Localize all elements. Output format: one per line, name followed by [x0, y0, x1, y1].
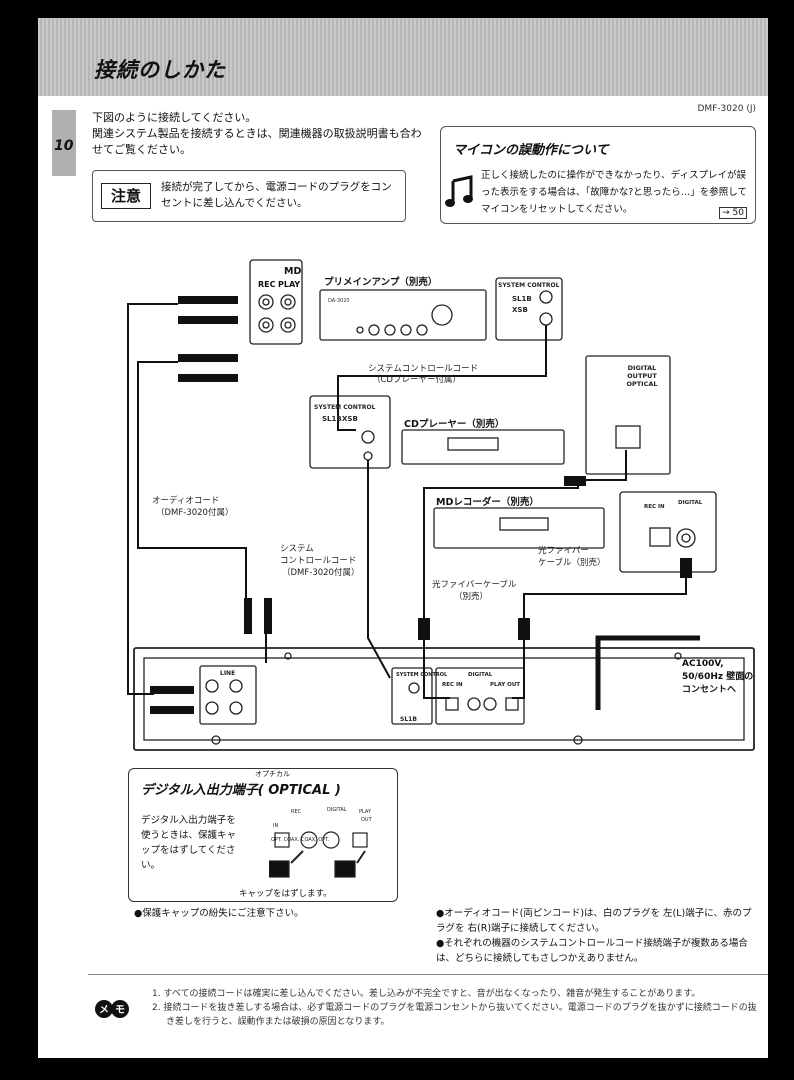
svg-text:メ: メ: [99, 1004, 109, 1016]
fiber-cable-2: [523, 578, 687, 618]
fiber-cable-1-label: 光ファイバー: [538, 546, 589, 556]
svg-text:OUT: OUT: [361, 817, 373, 823]
audio-cable-2: [137, 361, 247, 598]
rear-line-label: LINE: [220, 670, 236, 677]
audio-cord-note: （DMF-3020付属）: [156, 508, 234, 518]
memo-icon: メ モ: [95, 1000, 129, 1018]
svg-text:モ: モ: [115, 1005, 125, 1016]
page-reference: → 50: [719, 207, 747, 219]
rear-digital-label: DIGITAL: [468, 672, 493, 678]
syscon-cord-2-note: （DMF-3020付属）: [282, 568, 360, 578]
system-control-label-amp: SYSTEM CONTROL: [498, 282, 560, 289]
system-control-panel-amp: [495, 277, 563, 341]
md-panel-digital-label: DIGITAL: [678, 500, 703, 506]
optical-jack-labels: OPT. COAX. COAX. OPT.: [271, 837, 330, 843]
svg-text:REC: REC: [291, 809, 302, 815]
cap-caption: キャップをはずします。: [239, 889, 332, 899]
system-control-label-cd: SYSTEM CONTROL: [314, 404, 376, 411]
footer-item-2: 2. 接続コードを抜き差しする場合は、必ず電源コードのプラグを電源コンセントから…: [152, 1003, 757, 1027]
intro-text: 下図のように接続してください。 関連システム製品を接続するときは、関連機器の取扱…: [92, 110, 422, 158]
note-cap: ●保護キャップの紛失にご注意下さい。: [134, 908, 304, 919]
play-label: PLAY: [278, 280, 301, 289]
rear-rec-in-label: REC IN: [442, 682, 463, 688]
model-number: DMF-3020 (J): [697, 104, 756, 114]
md-recorder-front: [433, 507, 605, 549]
caution-box: 注意 接続が完了してから、電源コードのプラグをコンセントに差し込んでください。: [92, 170, 406, 222]
audio-cord-label: オーディオコード: [152, 496, 220, 506]
micon-title: マイコンの誤動作について: [453, 143, 609, 158]
slink-label-cd: SL1B: [322, 415, 342, 423]
xsb-label-amp: XSB: [512, 306, 528, 314]
svg-text:DA-3020: DA-3020: [328, 298, 350, 304]
svg-text:PLAY: PLAY: [359, 809, 372, 815]
rear-play-out-label: PLAY OUT: [490, 682, 521, 688]
system-control-panel-cd: [309, 395, 391, 469]
cd-player-label: CDプレーヤー（別売）: [404, 419, 505, 430]
fiber-cable-2-label: 光ファイバーケーブル: [432, 580, 517, 590]
cd-player-front: [401, 429, 565, 465]
amplifier-front: [319, 289, 487, 341]
note-syscon: ●それぞれの機器のシステムコントロールコード接続端子が複数ある場合は、どちらに接…: [436, 938, 748, 964]
md-label: MD: [284, 266, 302, 277]
page-number: 10: [54, 138, 74, 154]
caution-text: 接続が完了してから、電源コードのプラグをコンセントに差し込んでください。: [161, 181, 392, 209]
md-digital-panel: [619, 491, 717, 573]
footer-notes: メ モ 1. すべての接続コードは確実に差し込んでください。差し込みが不完全です…: [88, 974, 768, 1027]
connection-diagram: DA-3020: [127, 259, 755, 751]
slink-label-amp: SL1B: [512, 295, 532, 303]
svg-text:DIGITAL: DIGITAL: [327, 807, 347, 813]
ac-power-label: AC100V, 50/60Hz 壁面の コンセントへ: [682, 659, 754, 695]
md-jack-panel: [249, 259, 303, 345]
syscon-cord-2-label-b: コントロールコード: [280, 556, 357, 566]
intro-line-2: 関連システム製品を接続するときは、関連機器の取扱説明書も合わせてご覧ください。: [92, 127, 422, 156]
header-band: 接続のしかた: [38, 18, 768, 96]
md-recorder-label: MDレコーダー（別売）: [436, 497, 539, 508]
audio-cable-1: [127, 303, 178, 695]
rear-system-control: [391, 667, 433, 725]
fiber-cable-1-note: ケーブル（別売）: [538, 558, 606, 568]
music-note-icon: [445, 175, 473, 207]
caution-tag: 注意: [101, 183, 151, 209]
md-panel-rec-in-label: REC IN: [644, 504, 665, 510]
microcomputer-malfunction-box: マイコンの誤動作について 正しく接続したのに操作ができなかったり、ディスプレイが…: [440, 126, 756, 224]
svg-text:IN: IN: [273, 823, 278, 829]
page-title: 接続のしかた: [94, 58, 226, 82]
micon-body: 正しく接続したのに操作ができなかったり、ディスプレイが誤った表示をする場合は、「…: [481, 170, 748, 215]
optical-callout: オプチカル デジタル入出力端子( OPTICAL ) デジタル入出力端子を使うと…: [128, 768, 398, 902]
syscon-cord-1-note: （CDプレーヤー付属）: [372, 375, 461, 385]
syscon-cord-1-label: システムコントロールコード: [368, 364, 479, 374]
digital-output-label: DIGITAL OUTPUT OPTICAL: [626, 364, 658, 388]
optical-ruby: オプチカル: [255, 770, 290, 778]
syscon-cable-2: [367, 460, 391, 679]
main-unit-rear: [133, 647, 755, 751]
optical-jack-diagram: REC DIGITAL PLAY IN OUT: [269, 807, 373, 878]
note-audio-cord: ●オーディオコード(両ピンコード)は、白のプラグを 左(L)端子に、赤のプラグを…: [436, 908, 752, 934]
cd-digital-output-panel: [585, 355, 671, 475]
rear-system-control-label: SYSTEM CONTROL: [396, 672, 448, 678]
intro-line-1: 下図のように接続してください。: [92, 111, 257, 124]
fiber-cable-2-note: （別売）: [454, 592, 489, 602]
optical-description: デジタル入出力端子を使うときは、保護キャップをはずしてください。: [141, 815, 237, 871]
syscon-cable-1: [337, 325, 547, 431]
line-jack-panel: [199, 665, 257, 725]
footer-item-1: 1. すべての接続コードは確実に差し込んでください。差し込みが不完全ですと、音が…: [152, 989, 701, 999]
manual-page: 接続のしかた DMF-3020 (J) 10 下図のように接続してください。 関…: [38, 18, 768, 1058]
rear-slink-label: SL1B: [400, 716, 417, 723]
xsb-label-cd: XSB: [342, 415, 358, 423]
amp-label: プリメインアンプ（別売）: [324, 277, 438, 288]
rec-label: REC: [258, 280, 276, 289]
syscon-cord-2-label-a: システム: [280, 544, 314, 554]
optical-title: デジタル入出力端子( OPTICAL ): [141, 783, 341, 798]
page-number-tab: 10: [52, 110, 76, 176]
